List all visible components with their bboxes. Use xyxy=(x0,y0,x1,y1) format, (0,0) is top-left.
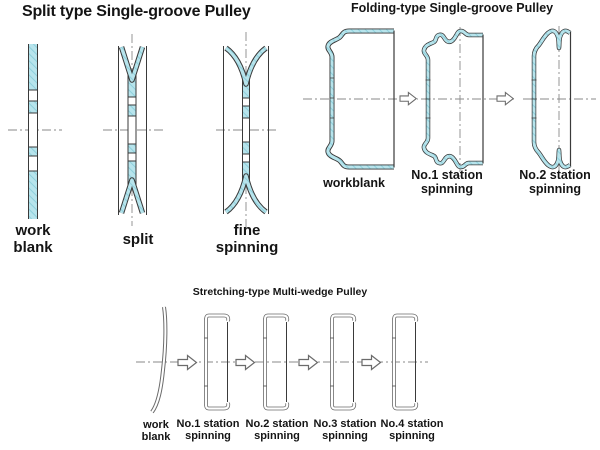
stage-label-split: split xyxy=(122,231,154,248)
split-workblank-diagram xyxy=(8,44,62,219)
stage-label-fine-spinning: fine spinning xyxy=(215,222,279,256)
stretching-workblank-diagram xyxy=(150,306,168,414)
arrow-right-icon xyxy=(361,354,382,371)
stage-label-no1-station-2: No.1 station spinning xyxy=(176,418,240,443)
stage-label-workblank: workblank xyxy=(323,176,385,190)
arrow-right-icon xyxy=(177,354,198,371)
arrow-right-icon xyxy=(496,91,514,106)
stretching-type-title: Stretching-type Multi-wedge Pulley xyxy=(192,286,368,298)
split-split-diagram xyxy=(103,34,163,226)
stage-label-no3-station-2: No.3 station spinning xyxy=(313,418,377,443)
arrow-right-icon xyxy=(399,91,417,106)
stage-label-no1-station: No.1 station spinning xyxy=(411,168,483,196)
stretching-no2-station-diagram xyxy=(263,313,290,411)
arrow-right-icon xyxy=(298,354,319,371)
stretching-no3-station-diagram xyxy=(330,313,357,411)
folding-workblank-diagram xyxy=(303,28,418,170)
split-type-title: Split type Single-groove Pulley xyxy=(22,3,251,20)
stage-label-no2-station-2: No.2 station spinning xyxy=(245,418,309,443)
stage-label-work-blank: work blank xyxy=(13,222,53,256)
split-fine-spinning-diagram xyxy=(216,32,276,228)
stage-label-no2-station: No.2 station spinning xyxy=(519,168,591,196)
folding-type-title: Folding-type Single-groove Pulley xyxy=(351,1,554,15)
folding-no1-station-diagram xyxy=(421,27,514,178)
stage-label-work-blank-2: work blank xyxy=(141,419,171,444)
stretching-no4-station-diagram xyxy=(392,313,419,411)
folding-no2-station-diagram xyxy=(523,26,596,178)
stretching-no1-station-diagram xyxy=(204,313,231,411)
arrow-right-icon xyxy=(235,354,256,371)
stage-label-no4-station-2: No.4 station spinning xyxy=(380,418,444,443)
